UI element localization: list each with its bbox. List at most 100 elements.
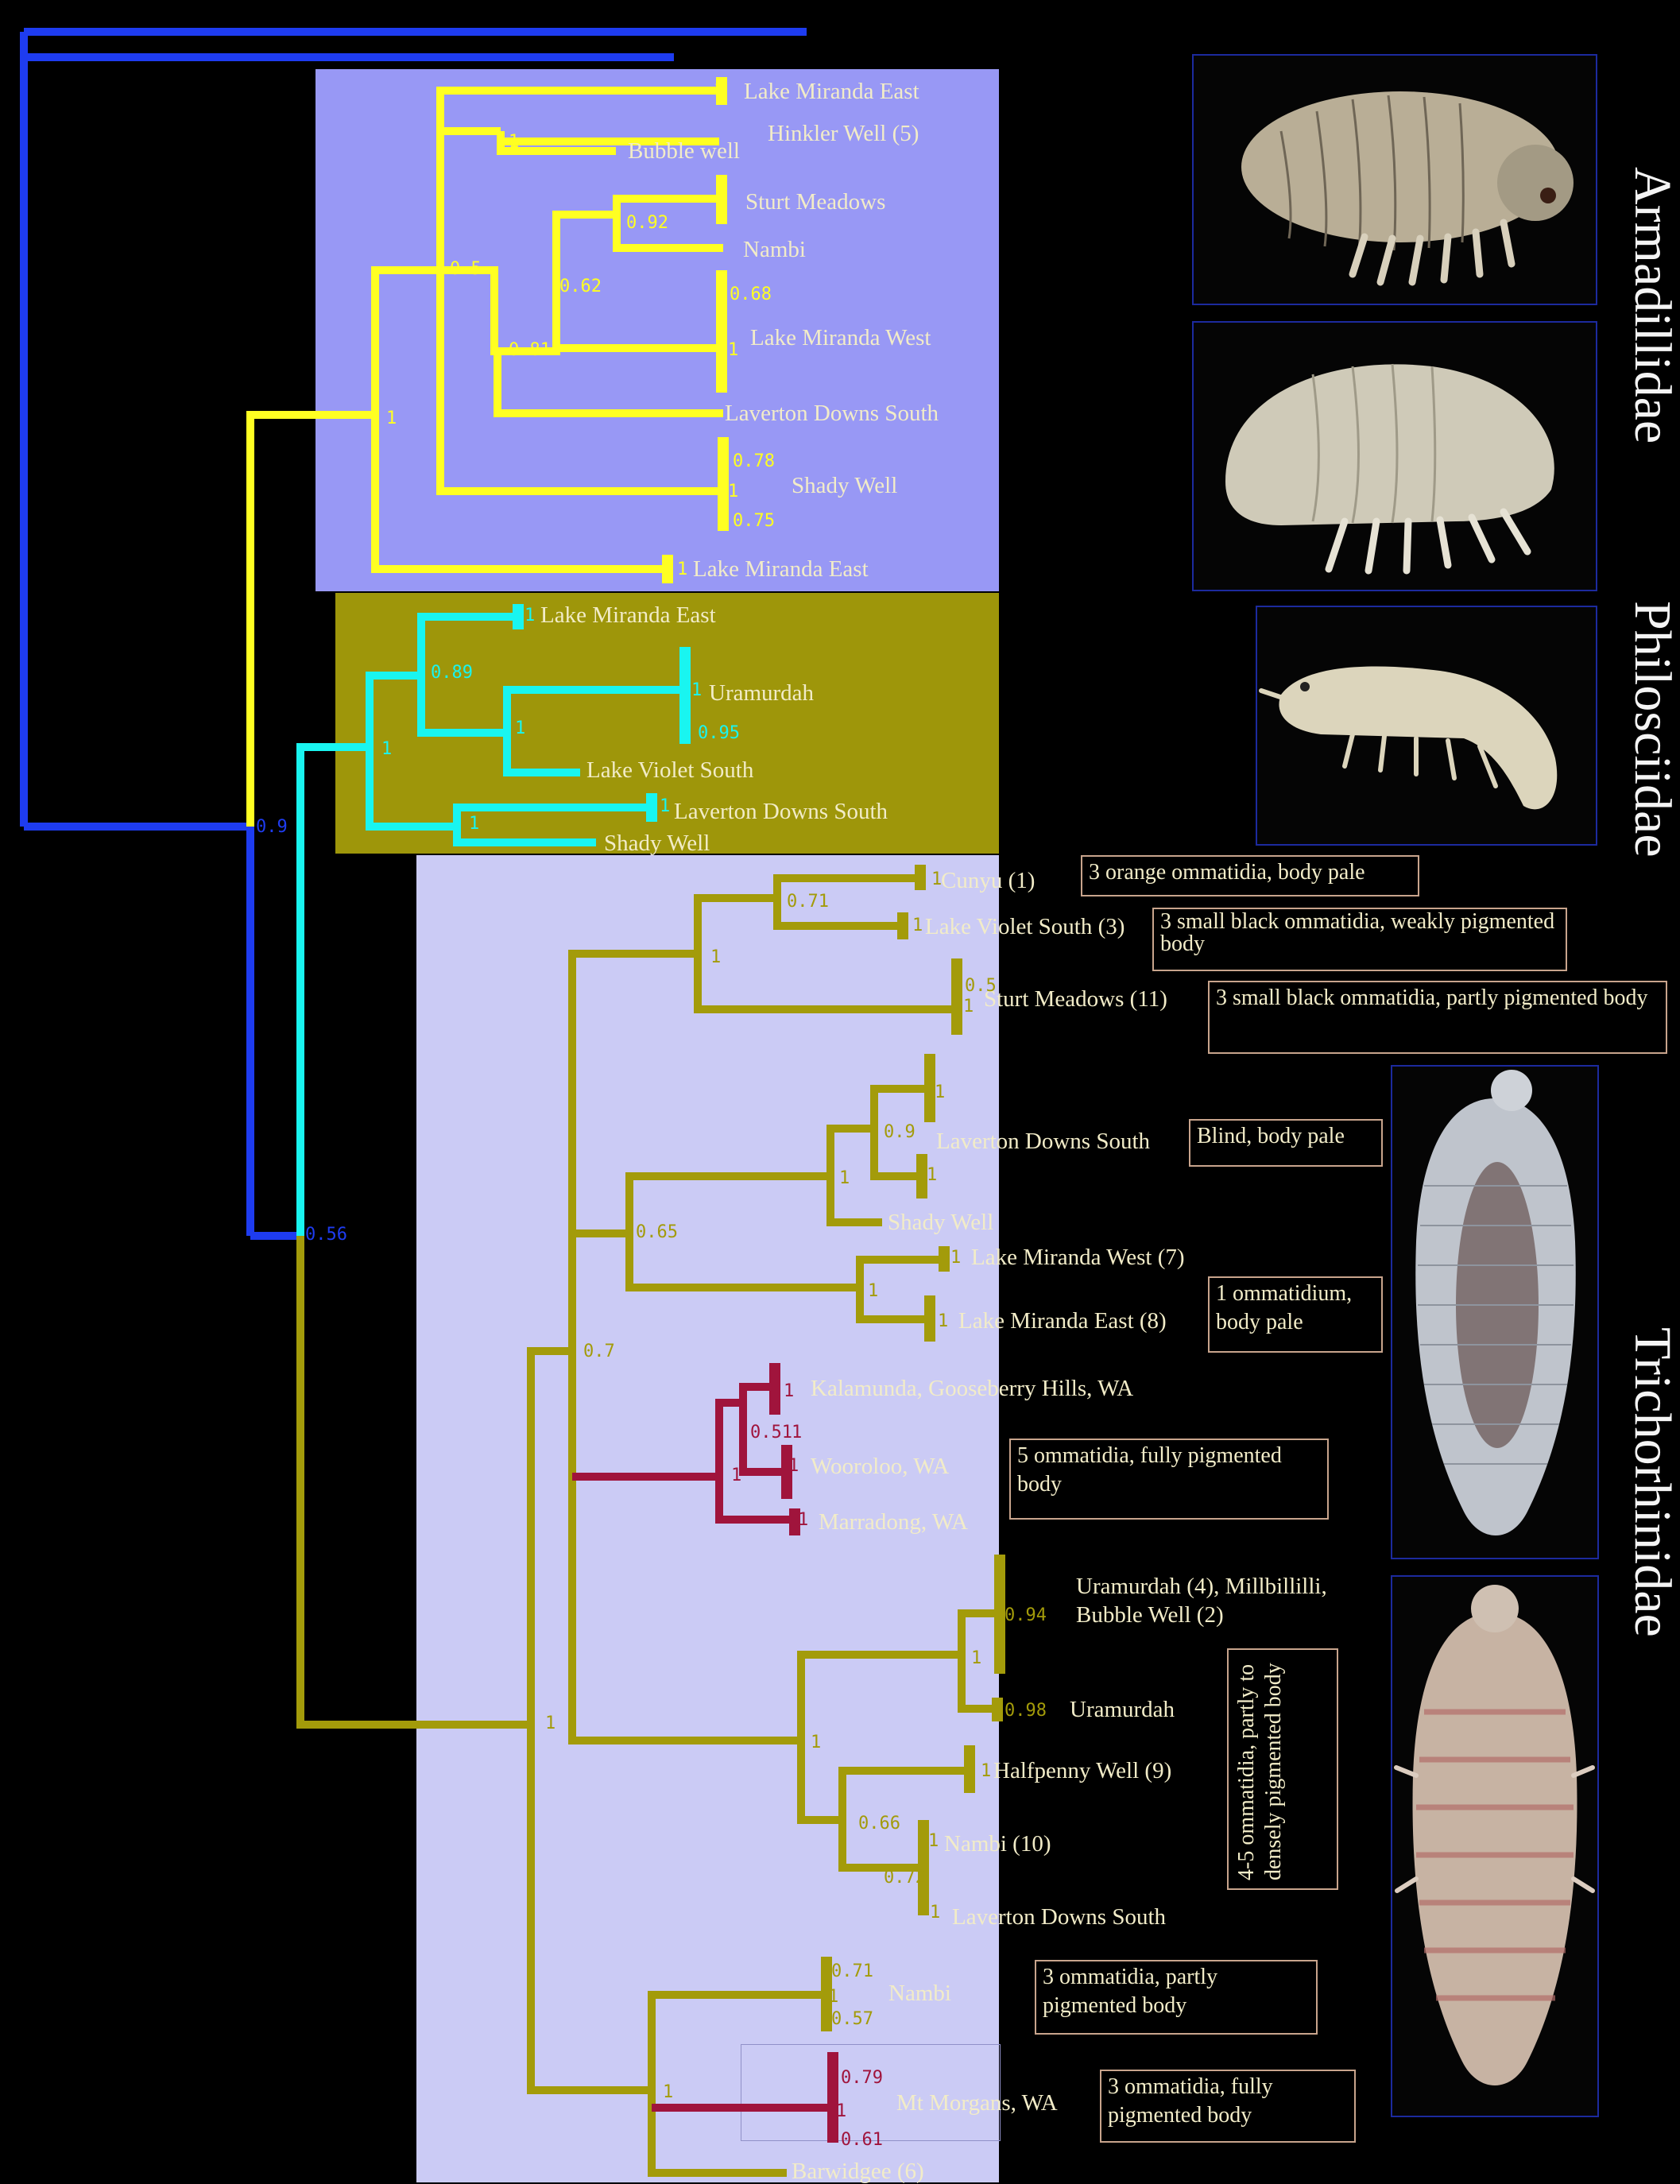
support-value: 0.98 bbox=[1005, 1702, 1047, 1720]
support-value: 0.56 bbox=[305, 1226, 347, 1244]
taxon-label: Lake Miranda East (8) bbox=[958, 1310, 1167, 1333]
support-value: 1 bbox=[545, 1715, 555, 1733]
isopod-image bbox=[1257, 607, 1596, 844]
support-value: 0.9 bbox=[256, 819, 288, 836]
isopod-image bbox=[1392, 1067, 1597, 1558]
taxon-label: Laverton Downs South bbox=[952, 1906, 1166, 1929]
support-value: 1 bbox=[714, 83, 724, 100]
support-value: 1 bbox=[868, 1283, 878, 1300]
support-value: 1 bbox=[971, 1650, 981, 1667]
specimen-photo-armadillid-2 bbox=[1192, 321, 1597, 591]
support-value: 1 bbox=[469, 815, 479, 833]
support-value: 0.5 bbox=[450, 261, 482, 278]
support-value: 1 bbox=[728, 483, 738, 501]
taxon-label: Halfpenny Well (9) bbox=[993, 1760, 1171, 1783]
support-value: 1 bbox=[798, 1512, 808, 1529]
support-value: 1 bbox=[381, 741, 392, 758]
support-value: 0.66 bbox=[858, 1815, 900, 1833]
taxon-label: Lake Miranda East bbox=[693, 558, 869, 581]
support-value: 0.7 bbox=[583, 1343, 615, 1361]
support-value: 1 bbox=[828, 1988, 838, 2006]
support-value: 1 bbox=[930, 1904, 940, 1922]
support-value: 0.79 bbox=[841, 2070, 883, 2087]
support-value: 1 bbox=[715, 191, 726, 208]
taxon-label: Uramurdah bbox=[1070, 1698, 1175, 1721]
taxon-label: Lake Miranda East bbox=[744, 80, 919, 103]
taxon-label: Mt Morgans, WA bbox=[896, 2092, 1058, 2115]
taxon-label: Lake Miranda East bbox=[540, 604, 716, 627]
taxon-label: Nambi bbox=[743, 238, 806, 261]
taxon-label: Laverton Downs South bbox=[674, 800, 888, 823]
support-value: 0.72 bbox=[884, 1869, 926, 1887]
taxon-label: Lake Violet South (3) bbox=[925, 916, 1125, 939]
support-value: 0.89 bbox=[431, 664, 473, 682]
support-value: 0.78 bbox=[733, 453, 775, 470]
specimen-photo-philosciid bbox=[1256, 606, 1597, 846]
trait-note: 3 small black ommatidia, partly pigmente… bbox=[1208, 981, 1667, 1054]
support-value: 1 bbox=[509, 134, 519, 151]
support-value: 1 bbox=[691, 682, 702, 699]
isopod-image bbox=[1392, 1577, 1597, 2116]
support-value: 1 bbox=[938, 1313, 948, 1330]
support-value: 0.94 bbox=[1005, 1607, 1047, 1624]
support-value: 0.81 bbox=[509, 342, 551, 359]
trait-note: 5 ommatidia, fully pigmented body bbox=[1009, 1439, 1329, 1520]
taxon-label: Uramurdah (4), Millbillilli, bbox=[1076, 1575, 1327, 1598]
taxon-label: Laverton Downs South bbox=[936, 1130, 1150, 1153]
taxon-label: Lake Miranda West bbox=[750, 327, 931, 350]
taxon-label: Barwidgee (6) bbox=[792, 2160, 924, 2183]
taxon-label: Sturt Meadows (11) bbox=[984, 988, 1167, 1011]
taxon-label: Sturt Meadows bbox=[745, 191, 885, 214]
support-value: 0.62 bbox=[559, 278, 602, 296]
support-value: 1 bbox=[792, 1424, 802, 1442]
taxon-label: Wooroloo, WA bbox=[811, 1455, 949, 1478]
support-value: 0.92 bbox=[626, 215, 668, 232]
support-value: 1 bbox=[981, 1763, 991, 1780]
family-label-trichorhinidae: Trichorhinidae bbox=[1626, 1327, 1678, 1637]
taxon-label: Kalamunda, Gooseberry Hills, WA bbox=[811, 1377, 1133, 1400]
support-value: 1 bbox=[928, 1833, 939, 1850]
support-value: 0.95 bbox=[698, 725, 740, 742]
taxon-label: Bubble Well (2) bbox=[1076, 1604, 1224, 1627]
taxon-label: Nambi (10) bbox=[944, 1833, 1051, 1856]
support-value: 1 bbox=[839, 1170, 850, 1187]
support-value: 1 bbox=[515, 720, 525, 738]
family-label-armadillidae: Armadillidae bbox=[1626, 167, 1678, 443]
support-value: 1 bbox=[935, 1084, 945, 1102]
taxon-label: Shady Well bbox=[792, 474, 897, 498]
family-label-philosciidae: Philosciidae bbox=[1626, 601, 1678, 858]
taxon-label: Marradong, WA bbox=[819, 1511, 968, 1534]
support-value: 0.9 bbox=[884, 1124, 915, 1141]
trait-note: 4-5 ommatidia, partly to densely pigment… bbox=[1227, 1648, 1338, 1890]
support-value: 1 bbox=[927, 1167, 937, 1184]
specimen-photo-trichorhinid-1 bbox=[1391, 1065, 1599, 1559]
support-value: 1 bbox=[788, 1458, 799, 1475]
isopod-image bbox=[1194, 56, 1596, 304]
support-value: 1 bbox=[660, 798, 670, 815]
support-value: 1 bbox=[836, 2103, 846, 2120]
support-value: 1 bbox=[950, 1249, 961, 1267]
support-value: 0.65 bbox=[636, 1224, 678, 1241]
support-value: 1 bbox=[963, 998, 974, 1016]
trait-note: Blind, body pale bbox=[1189, 1119, 1383, 1167]
taxon-label: Bubble well bbox=[628, 140, 740, 163]
branch-outgroup bbox=[24, 32, 807, 1236]
support-value: 0.71 bbox=[787, 893, 829, 911]
trait-note: 1 ommatidium, body pale bbox=[1208, 1276, 1383, 1353]
support-value: 1 bbox=[784, 1383, 794, 1400]
support-value: 0.51 bbox=[750, 1424, 792, 1442]
trait-note: 3 orange ommatidia, body pale bbox=[1081, 855, 1419, 896]
taxon-label: Nambi bbox=[888, 1982, 951, 2005]
support-value: 0.57 bbox=[831, 2011, 873, 2028]
trait-note: 3 ommatidia, partly pigmented body bbox=[1035, 1960, 1318, 2035]
taxon-label: Laverton Downs South bbox=[725, 402, 939, 425]
support-value: 1 bbox=[912, 917, 923, 935]
support-value: 1 bbox=[677, 561, 687, 579]
support-value: 0.71 bbox=[831, 1963, 873, 1981]
support-value: 1 bbox=[710, 949, 721, 966]
support-value: 1 bbox=[931, 871, 942, 889]
support-value: 1 bbox=[386, 410, 397, 428]
specimen-photo-trichorhinid-2 bbox=[1391, 1575, 1599, 2117]
support-value: 1 bbox=[728, 342, 738, 359]
